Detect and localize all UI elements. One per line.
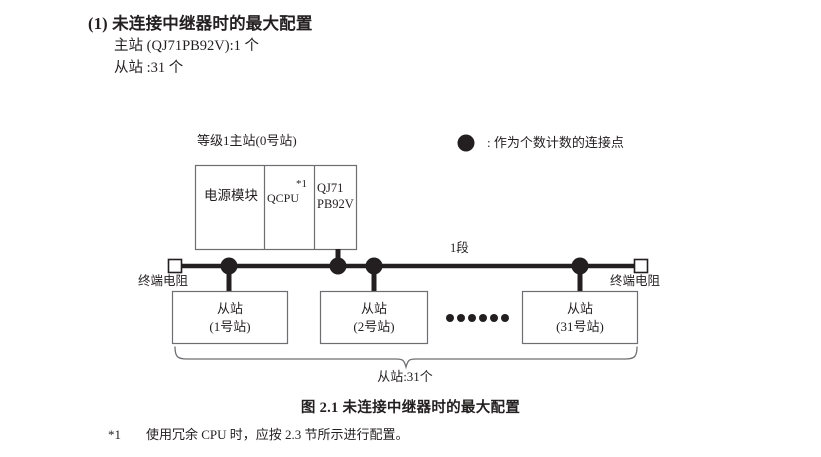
slave-station-2-label: 从站 (2号站) (320, 300, 428, 335)
slave-box-2 (319, 290, 429, 345)
connection-dot-slave1 (220, 257, 238, 275)
slave-total-brace (174, 346, 638, 370)
legend-label: : 作为个数计数的连接点 (487, 135, 624, 150)
slave-station-31-line2: (31号站) (556, 318, 604, 334)
page-title: (1) 未连接中继器时的最大配置 (88, 14, 608, 35)
slave-box-31 (521, 290, 639, 345)
slave-station-1-line2: (1号站) (209, 318, 251, 334)
legend-dot-icon (457, 134, 475, 152)
segment-label: 1段 (450, 241, 469, 255)
terminator-right-square (633, 258, 649, 274)
footnote-text: 使用冗余 CPU 时，应按 2.3 节所示进行配置。 (146, 427, 409, 442)
slave-station-2-line1: 从站 (360, 301, 387, 316)
ellipsis-dots (446, 314, 509, 322)
connection-nodes (220, 257, 589, 292)
master-rack-box (194, 164, 358, 251)
connection-dot-slave31 (571, 257, 589, 275)
figure-caption: 图 2.1 未连接中继器时的最大配置 (300, 400, 521, 416)
slave-station-2-line2: (2号站) (353, 318, 395, 334)
power-module-label: 电源模块 (204, 188, 258, 203)
slave-count-line: 从站 :31 个 (114, 60, 184, 77)
slave-station-31-line1: 从站 (566, 301, 593, 316)
connection-dot-slave2 (365, 257, 383, 275)
master-rack-title: 等级1主站(0号站) (197, 133, 297, 148)
qcpu-module-label: QCPU (267, 191, 300, 205)
footnote: *1 使用冗余 CPU 时，应按 2.3 节所示进行配置。 (108, 424, 409, 443)
qj71pb92v-module-label-line2: PB92V (317, 197, 354, 211)
qj71pb92v-module-label-line1: QJ71 (317, 181, 344, 195)
section-number: (1) (88, 14, 108, 33)
qcpu-footnote-mark: *1 (296, 178, 307, 190)
slave-box-1 (171, 290, 289, 345)
master-count-line: 主站 (QJ71PB92V):1 个 (114, 37, 260, 54)
slave-total-label: 从站:31个 (377, 369, 433, 384)
heading-block: (1) 未连接中继器时的最大配置 主站 (QJ71PB92V):1 个 从站 :… (88, 14, 608, 80)
slave-station-1-line1: 从站 (216, 301, 243, 316)
slave-station-1-label: 从站 (1号站) (172, 300, 288, 335)
footnote-mark: *1 (108, 427, 121, 442)
slave-station-31-label: 从站 (31号站) (522, 300, 638, 335)
terminator-left-label: 终端电阻 (138, 274, 189, 288)
terminator-right-label: 终端电阻 (610, 274, 661, 288)
section-title: 未连接中继器时的最大配置 (112, 14, 313, 33)
connection-dot-master (329, 257, 347, 275)
terminator-left-square (167, 258, 183, 274)
